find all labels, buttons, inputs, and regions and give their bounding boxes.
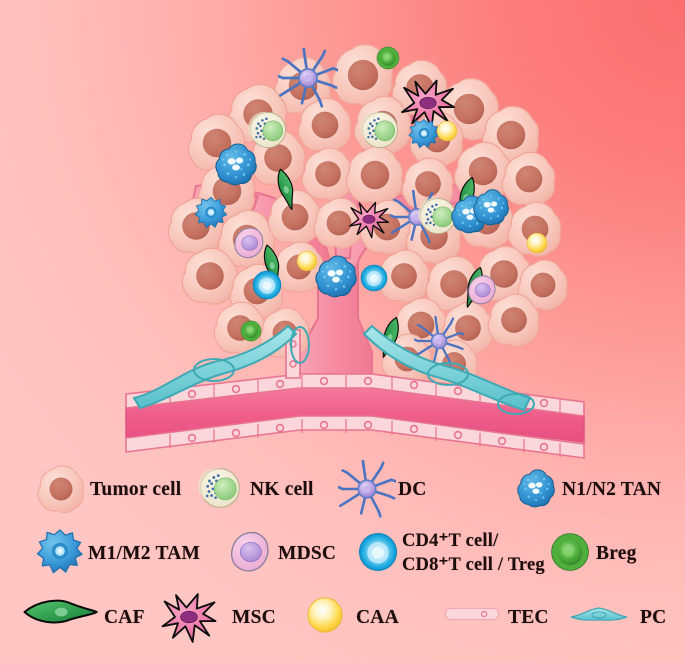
legend-label-tam: M1/M2 TAM [88, 543, 201, 564]
legend-label-tcell-line1: CD4⁺T cell/ [402, 531, 499, 551]
legend-label-mdsc: MDSC [278, 543, 337, 564]
legend-label-breg: Breg [596, 543, 637, 564]
legend-label-pc: PC [640, 607, 667, 628]
tcell-icon [359, 532, 397, 572]
nk-cell-icon [198, 467, 240, 508]
legend-label-caf: CAF [104, 607, 145, 628]
breg-icon [551, 533, 589, 571]
legend-label-msc: MSC [232, 607, 276, 628]
caa-icon [307, 597, 343, 633]
blood-vessel [125, 329, 585, 459]
caf-icon [23, 599, 98, 624]
tam-icon [36, 529, 83, 574]
legend-label-caa: CAA [356, 607, 399, 628]
dc-icon [338, 460, 396, 518]
tumor-cell-icon [37, 465, 84, 513]
legend-label-dc: DC [398, 479, 427, 500]
tec-wall-lower [125, 415, 585, 459]
mdsc-icon [230, 531, 269, 572]
legend-label-nk-cell: NK cell [250, 479, 314, 500]
tec-icon [444, 607, 500, 621]
msc-icon [161, 593, 217, 643]
legend-label-tan: N1/N2 TAN [562, 479, 662, 500]
pericyte-layer [132, 324, 535, 415]
legend-label-tec: TEC [508, 607, 549, 628]
legend-label-tumor-cell: Tumor cell [90, 479, 182, 500]
tan-icon [517, 469, 555, 508]
pc-icon [570, 607, 628, 621]
legend-label-tcell-line2: CD8⁺T cell / Treg [402, 555, 545, 575]
